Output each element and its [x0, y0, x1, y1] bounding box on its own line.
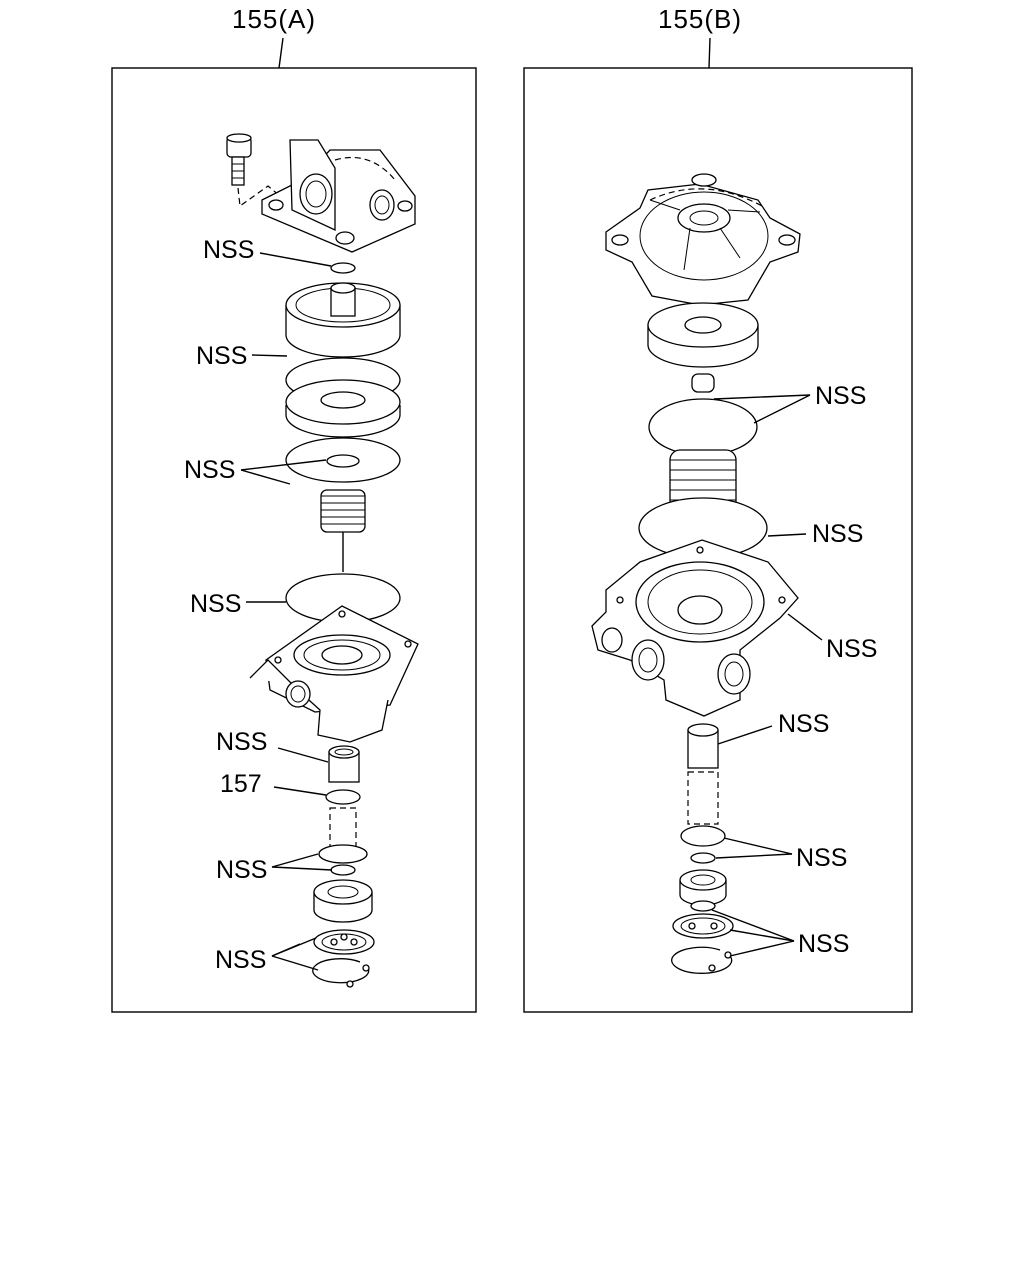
leader: [251, 354, 288, 357]
bolt: [226, 133, 281, 208]
panel-a-title-leader: [278, 37, 284, 69]
leader: [271, 955, 319, 971]
panel-a-frame: [111, 67, 477, 1013]
callout-a-sleeve: NSS: [216, 728, 267, 756]
leader: [717, 725, 773, 745]
piston: [285, 282, 401, 358]
leader: [259, 252, 332, 267]
top-cap: [605, 173, 801, 306]
part-157-ring: [325, 789, 361, 805]
leader: [711, 909, 795, 942]
callout-b-spring-diaphragm: NSS: [812, 520, 863, 548]
diaphragm-pair: [285, 437, 401, 483]
panel-b-frame: [523, 67, 913, 1013]
panel-b-title-leader: [708, 37, 711, 69]
piston-b: [647, 302, 759, 393]
diaphragm-pair-b: [648, 398, 758, 456]
callout-a-valve-seals: NSS: [216, 856, 267, 884]
leader: [787, 613, 823, 641]
leader: [767, 533, 807, 537]
panel-b: 155(B) NSS: [523, 4, 913, 1013]
o-ring: [330, 262, 356, 274]
spring: [320, 489, 366, 572]
panel-b-title: 155(B): [658, 4, 742, 34]
sleeve: [328, 745, 360, 783]
leader: [753, 394, 811, 424]
callout-a-157: 157: [220, 770, 262, 798]
leader: [277, 747, 329, 763]
leader: [729, 929, 795, 942]
callout-b-valve-seals: NSS: [796, 844, 847, 872]
callout-a-diaphragm-pair: NSS: [184, 456, 235, 484]
valve-stack-b: [679, 771, 727, 906]
callout-a-oring: NSS: [203, 236, 254, 264]
snap-ring-set: [312, 929, 375, 988]
leader: [713, 394, 811, 400]
body-b: [591, 539, 799, 717]
leader: [273, 786, 327, 796]
panel-a-title: 155(A): [232, 4, 316, 34]
callout-a-diaphragm-upper: NSS: [196, 342, 247, 370]
panel-a: 155(A) NSS: [111, 4, 477, 1013]
sleeve-b: [687, 723, 719, 769]
leader: [240, 459, 327, 471]
lower-body: [249, 605, 419, 743]
valve-stack: [313, 807, 373, 923]
callout-b-sleeve: NSS: [778, 710, 829, 738]
leader: [240, 469, 291, 485]
callout-a-diaphragm-lower: NSS: [190, 590, 241, 618]
top-housing: [261, 139, 416, 253]
callout-b-body-gasket: NSS: [826, 635, 877, 663]
leader: [271, 853, 319, 868]
upper-diaphragm: [285, 357, 401, 438]
callout-a-snap-ring-set: NSS: [215, 946, 266, 974]
leader: [729, 940, 795, 957]
leader: [723, 837, 793, 855]
callout-b-diaphragm-pair: NSS: [815, 382, 866, 410]
callout-b-snap-ring-set: NSS: [798, 930, 849, 958]
leader: [715, 853, 793, 859]
leader: [271, 943, 301, 957]
leader: [271, 866, 333, 871]
snap-ring-set-b: [671, 900, 734, 974]
